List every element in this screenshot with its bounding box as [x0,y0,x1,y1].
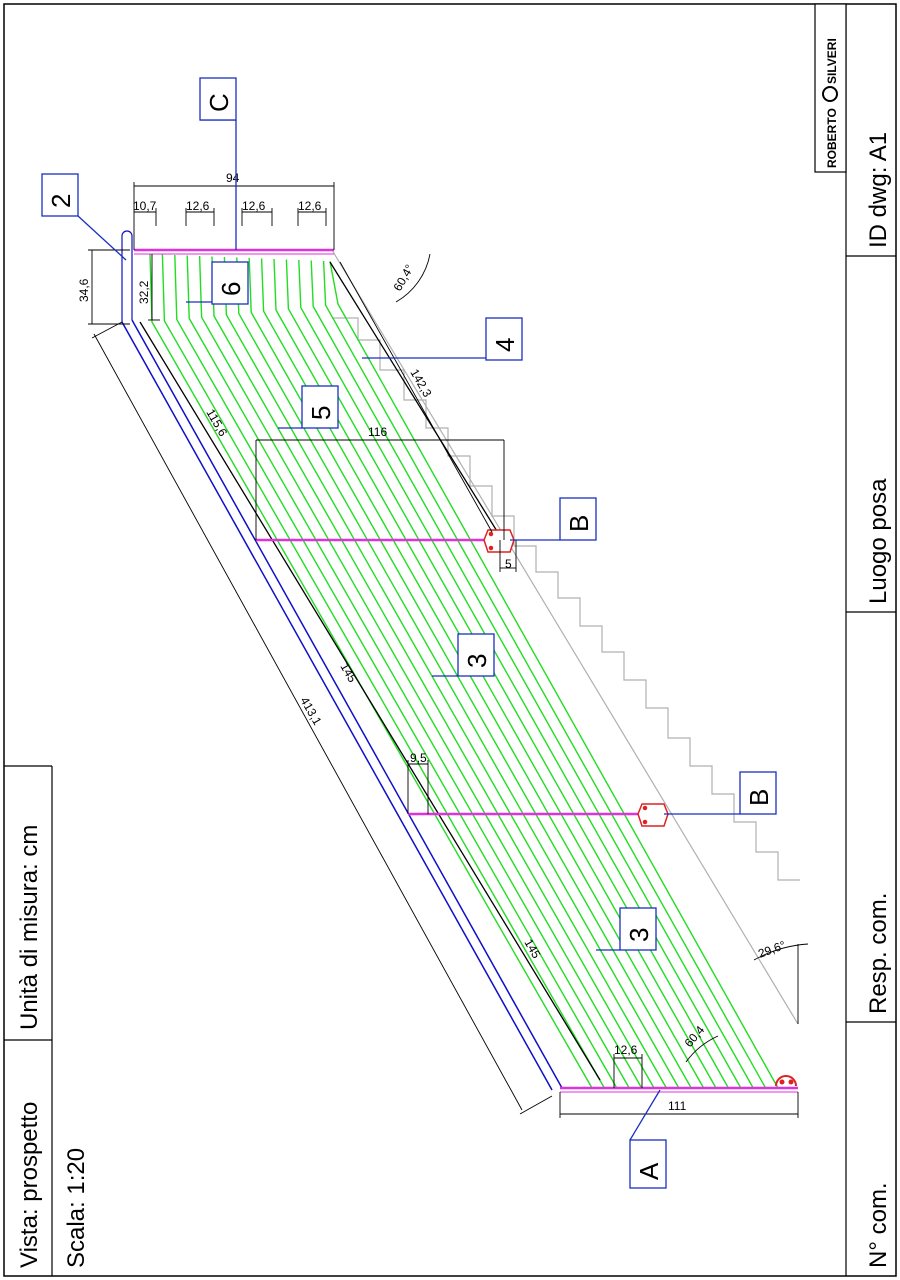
dim-10-7: 10,7 [133,199,157,213]
dim-12-6-a: 12,6 [186,199,210,213]
tread-line [149,253,593,1089]
tread-line [310,260,754,1089]
tread-line [273,258,717,1089]
dim-111: 111 [668,1099,687,1113]
tread-line [211,256,655,1089]
unita-label: Unità di misura: cm [16,825,43,1030]
callout-boxes [41,77,777,1189]
callout-c: C [204,93,234,112]
scala-label: Scala: 1:20 [63,1148,90,1268]
dim-60-4-bottom: 60,4 [682,1023,708,1050]
dim-12-6-bottom: 12,6 [614,1043,638,1057]
dim-9-5: 9,5 [410,751,427,765]
dim-34-6: 34,6 [77,278,91,302]
dimension-lines [88,182,809,1118]
stairs-envelope [331,249,799,1025]
brand-logo: ROBERTO SILVERI [822,38,839,168]
tread-line [298,259,742,1089]
inner-edge-line [139,321,601,1081]
callout-5: 5 [306,406,336,420]
dim-145-a: 145 [337,661,359,686]
tread-line [260,258,705,1089]
tread-line [285,259,730,1089]
callout-2: 2 [46,194,76,208]
dimension-texts: 94 10,7 12,6 12,6 12,6 34,6 32,2 60,4° 1… [77,171,788,1113]
vista-label: Vista: prospetto [16,1102,43,1268]
callout-b-1: B [564,515,594,532]
dim-116: 116 [368,425,387,439]
outer-edge-line [329,261,501,537]
fixing-a-icon [775,1075,797,1087]
tread-line [198,255,643,1089]
fixing-b1-icon [483,529,515,553]
stringer-outer [121,321,553,1091]
callout-3-b: 3 [624,928,654,942]
logo-text-silveri: SILVERI [825,38,839,84]
stringer-inner [131,319,563,1089]
dim-12-6-b: 12,6 [242,199,266,213]
tread-line [329,261,779,1089]
id-dwg-label: ID dwg: A1 [865,132,892,248]
logo-text-roberto: ROBERTO [825,108,839,168]
tread-line [322,260,767,1089]
resp-com-label: Resp. com. [865,893,892,1014]
callout-labels: 2 C 6 4 5 B 3 B 3 A [46,93,774,1180]
dim-94: 94 [226,171,240,185]
fixing-b2-icon [637,803,669,827]
callout-6: 6 [216,282,246,296]
callout-3-a: 3 [462,654,492,668]
title-block-left: Vista: prospetto Unità di misura: cm Sca… [4,765,90,1276]
callout-b-2: B [744,789,774,806]
title-block-right: N° com. Resp. com. Luogo posa ID dwg: A1… [814,3,896,1276]
dim-12-6-c: 12,6 [298,199,322,213]
callout-4: 4 [490,338,520,352]
dim-32-2: 32,2 [137,280,151,304]
tread-line [174,254,618,1089]
dim-5: 5 [505,557,512,571]
tread-line [248,257,692,1089]
stair-drawing: 94 10,7 12,6 12,6 12,6 34,6 32,2 60,4° 1… [41,77,809,1189]
dim-413-1: 413,1 [297,695,324,728]
callout-a: A [634,1162,664,1180]
tread-line [186,255,630,1089]
tread-line [161,254,606,1089]
dim-145-b: 145 [521,937,543,962]
luogo-posa-label: Luogo posa [865,478,892,604]
n-com-label: N° com. [865,1182,892,1268]
stair-steps [332,317,800,881]
dim-29-6: 29,6° [756,938,787,961]
sheet-border [3,3,897,1277]
logo-emblem-icon [822,86,838,102]
